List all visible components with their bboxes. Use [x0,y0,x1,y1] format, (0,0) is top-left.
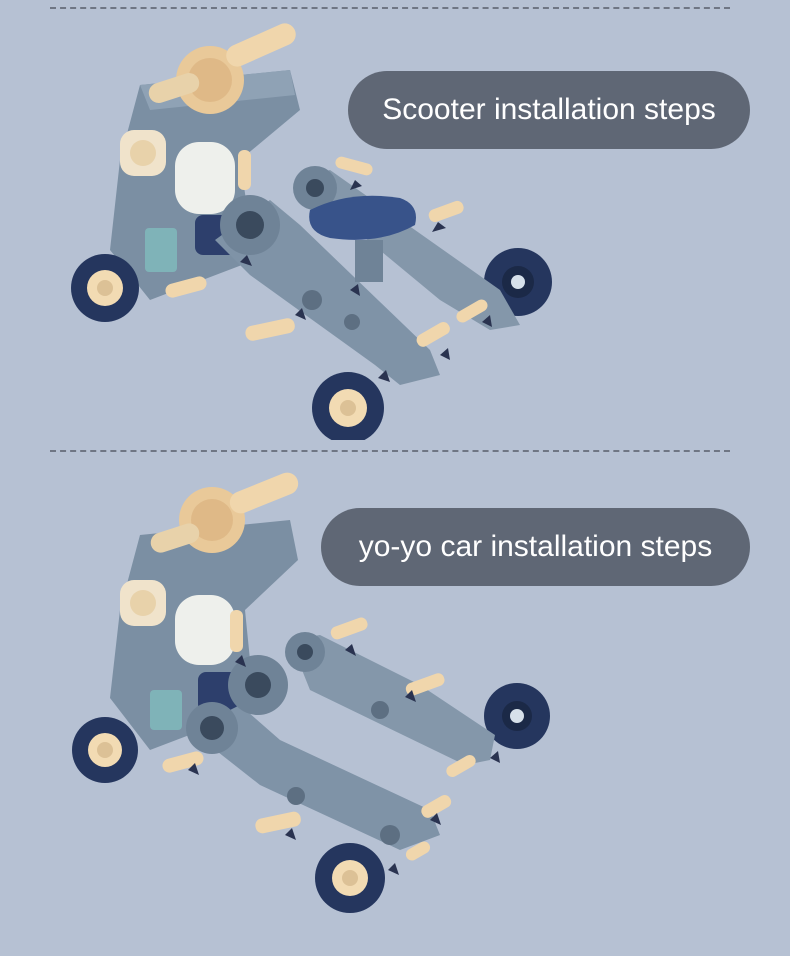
front-wheel-bottom [315,843,385,913]
assembly-arrows [188,644,500,875]
scooter-section: Scooter installation steps [0,0,790,440]
rear-wheel-right [484,683,550,749]
scooter-steps-label: Scooter installation steps [348,71,750,149]
yoyo-car-steps-label: yo-yo car installation steps [321,508,750,586]
screws [165,150,488,347]
scooter-exploded-illustration [71,23,552,440]
upper-frame-arm [285,632,495,765]
front-wheel-left [72,717,138,783]
lower-frame-arm [186,702,440,850]
section-divider [50,7,730,9]
section-divider [50,450,730,452]
steering-handle [150,472,299,553]
steering-handle [148,23,296,114]
yoyo-car-section: yo-yo car installation steps [0,440,790,956]
seat [309,195,416,282]
assembly-arrows [240,180,492,382]
left-frame-arm [215,195,440,385]
screws [162,610,476,861]
center-connector [228,655,288,715]
front-wheel-bottom [312,372,384,440]
scooter-main-body [110,70,300,300]
front-wheel-left [71,254,139,322]
yoyo-car-exploded-illustration [72,472,550,913]
